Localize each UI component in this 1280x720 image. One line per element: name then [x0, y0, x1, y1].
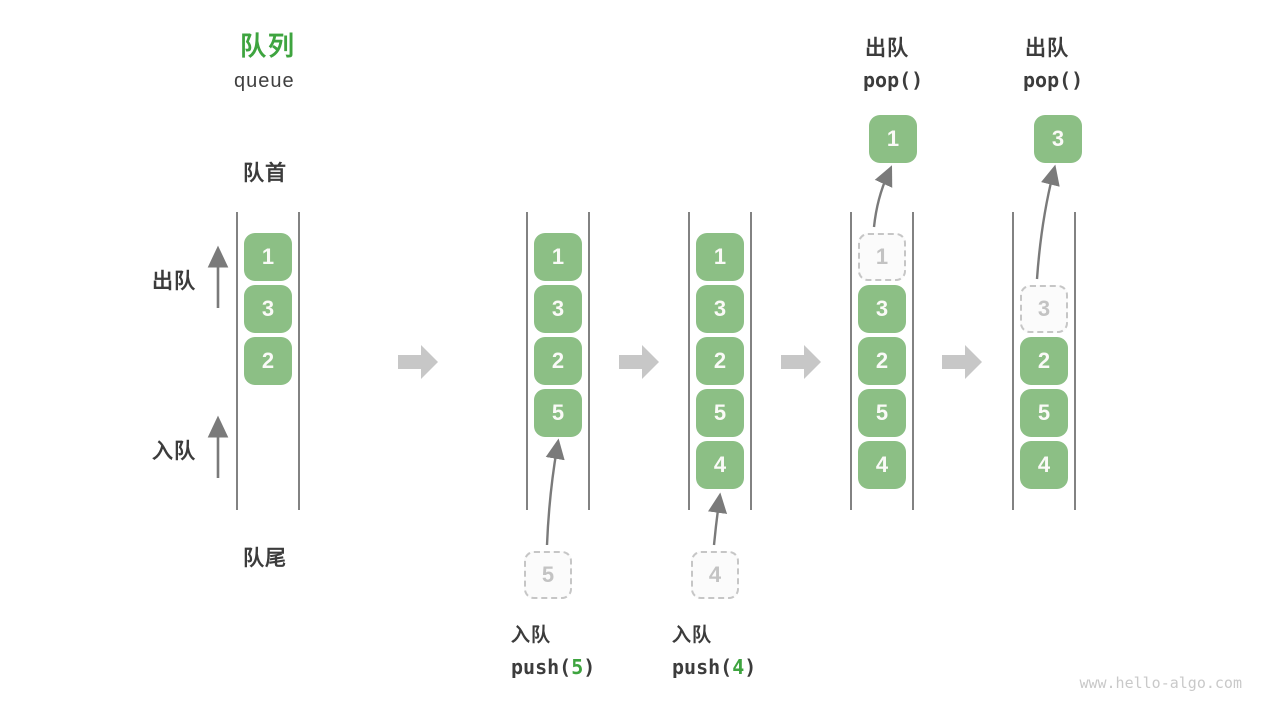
- pop-1-arrow-icon: [872, 165, 893, 228]
- block-arrow-icon: [781, 345, 821, 379]
- queue-item: 3: [244, 285, 292, 333]
- queue-item: 2: [244, 337, 292, 385]
- queue-item: 2: [1020, 337, 1068, 385]
- removed-item-ghost: 3: [1020, 285, 1068, 333]
- dequeue-op-code: pop(): [1023, 68, 1084, 92]
- removed-item-ghost: 1: [858, 233, 906, 281]
- dequeue-op-label: 出队: [1025, 37, 1069, 60]
- incoming-item-ghost: 5: [524, 551, 572, 599]
- queue-item: 4: [858, 441, 906, 489]
- queue-front-label: 队首: [243, 162, 287, 185]
- code-text: push(: [672, 655, 733, 679]
- queue-item: 2: [696, 337, 744, 385]
- push-4-arrow-icon: [708, 492, 728, 546]
- watermark: www.hello-algo.com: [1079, 674, 1242, 692]
- queue-item: 2: [858, 337, 906, 385]
- queue-item: 3: [858, 285, 906, 333]
- page-subtitle: queue: [234, 70, 295, 92]
- state-transition-arrows: [398, 345, 982, 379]
- enqueue-op-code: push(5): [511, 655, 595, 679]
- queue-item: 1: [696, 233, 744, 281]
- queue-item: 4: [1020, 441, 1068, 489]
- enqueue-op-label: 入队: [511, 625, 552, 646]
- queue-item: 5: [696, 389, 744, 437]
- pop-3-arrow-icon: [1035, 164, 1060, 280]
- page-title: 队列: [240, 31, 297, 61]
- code-arg: 4: [732, 655, 745, 679]
- queue-rear-label: 队尾: [243, 547, 287, 570]
- popped-item: 1: [869, 115, 917, 163]
- operation-arrows: [545, 164, 1060, 546]
- enqueue-op-label: 入队: [672, 625, 713, 646]
- queue-channel-walls: [236, 212, 1076, 510]
- block-arrow-icon: [942, 345, 982, 379]
- incoming-item-ghost: 4: [691, 551, 739, 599]
- queue-item: 1: [244, 233, 292, 281]
- popped-item: 3: [1034, 115, 1082, 163]
- queue-item: 1: [534, 233, 582, 281]
- code-arg: 5: [571, 655, 584, 679]
- dequeue-side-label: 出队: [152, 270, 196, 293]
- push-5-arrow-icon: [545, 438, 565, 546]
- code-text: ): [583, 655, 596, 679]
- block-arrow-icon: [398, 345, 438, 379]
- dequeue-op-label: 出队: [865, 37, 909, 60]
- code-text: push(: [511, 655, 572, 679]
- queue-item: 4: [696, 441, 744, 489]
- code-text: ): [744, 655, 757, 679]
- queue-item: 5: [1020, 389, 1068, 437]
- queue-item: 3: [534, 285, 582, 333]
- enqueue-side-label: 入队: [152, 440, 196, 463]
- queue-item: 5: [858, 389, 906, 437]
- queue-item: 2: [534, 337, 582, 385]
- enqueue-op-code: push(4): [672, 655, 756, 679]
- dequeue-op-code: pop(): [863, 68, 924, 92]
- queue-item: 3: [696, 285, 744, 333]
- block-arrow-icon: [619, 345, 659, 379]
- queue-item: 5: [534, 389, 582, 437]
